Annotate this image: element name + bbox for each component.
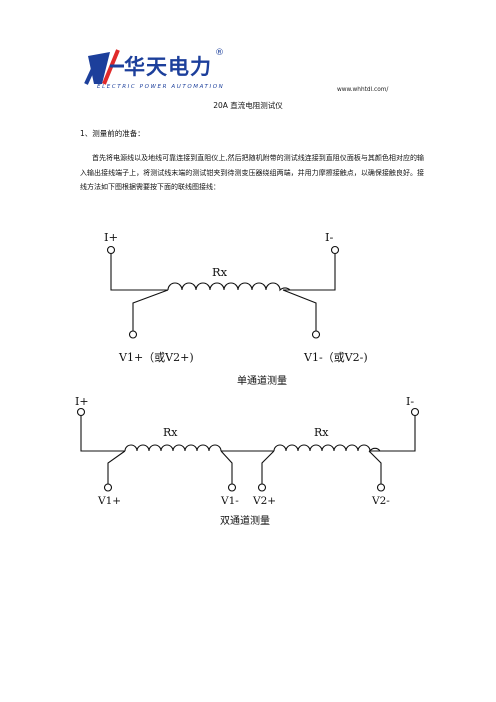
label-rx-right: Rx xyxy=(314,426,329,439)
terminal-v1-plus xyxy=(103,483,113,492)
caption-dual-channel: 双通道测量 xyxy=(220,514,270,527)
wire-i-minus xyxy=(283,253,336,291)
terminal-v1-minus xyxy=(227,483,237,492)
terminal-i-minus xyxy=(410,407,420,417)
section-heading: 1、测量前的准备： xyxy=(80,129,145,138)
label-rx: Rx xyxy=(212,265,228,279)
wire-v1-minus xyxy=(220,450,233,484)
wire-v1-minus xyxy=(282,289,317,331)
registered-mark: ® xyxy=(215,48,224,58)
document-title: 20A 直流电阻测试仪 xyxy=(213,101,283,110)
label-i-plus: I+ xyxy=(104,230,118,244)
terminal-v1-minus xyxy=(311,330,321,339)
label-v2-minus: V2- xyxy=(371,495,390,507)
label-v1-plus: V1+ xyxy=(97,495,121,507)
label-v1-minus: V1-（或V2-) xyxy=(303,351,368,364)
label-i-minus: I- xyxy=(406,395,414,408)
label-v1-minus: V1- xyxy=(220,495,239,507)
wire-v1-plus xyxy=(107,450,126,484)
wire-i-plus xyxy=(80,415,125,452)
company-logo-icon xyxy=(84,49,124,85)
label-v2-plus: V2+ xyxy=(252,495,276,507)
label-i-minus: I- xyxy=(325,230,334,244)
instruction-paragraph: 首先将电源线以及地线可靠连接到直阻仪上,然后把随机附带的测试线连接到直阻仪面板与… xyxy=(80,154,424,191)
terminal-v1-plus xyxy=(128,330,138,339)
terminal-v2-plus xyxy=(257,483,267,492)
website-url[interactable]: www.whhtdl.com/ xyxy=(337,87,389,93)
label-rx-left: Rx xyxy=(163,426,178,439)
wire-v1-plus xyxy=(132,289,169,331)
logo-text: 华天电力 xyxy=(124,55,212,79)
terminal-v2-minus xyxy=(376,483,386,492)
label-v1-plus: V1+（或V2+) xyxy=(118,351,194,364)
terminal-i-plus xyxy=(76,407,86,417)
coil-rx-right xyxy=(273,444,381,453)
wire-i-plus xyxy=(110,253,168,291)
logo-subtitle: ELECTRIC POWER AUTOMATION xyxy=(97,84,225,90)
wire-v2-plus xyxy=(261,450,275,484)
wire-i-minus xyxy=(369,415,416,452)
coil-rx-left xyxy=(124,444,222,452)
coil-rx xyxy=(167,282,291,292)
caption-single-channel: 单通道测量 xyxy=(237,374,287,387)
label-i-plus: I+ xyxy=(75,395,89,408)
wire-v2-minus xyxy=(368,450,382,484)
